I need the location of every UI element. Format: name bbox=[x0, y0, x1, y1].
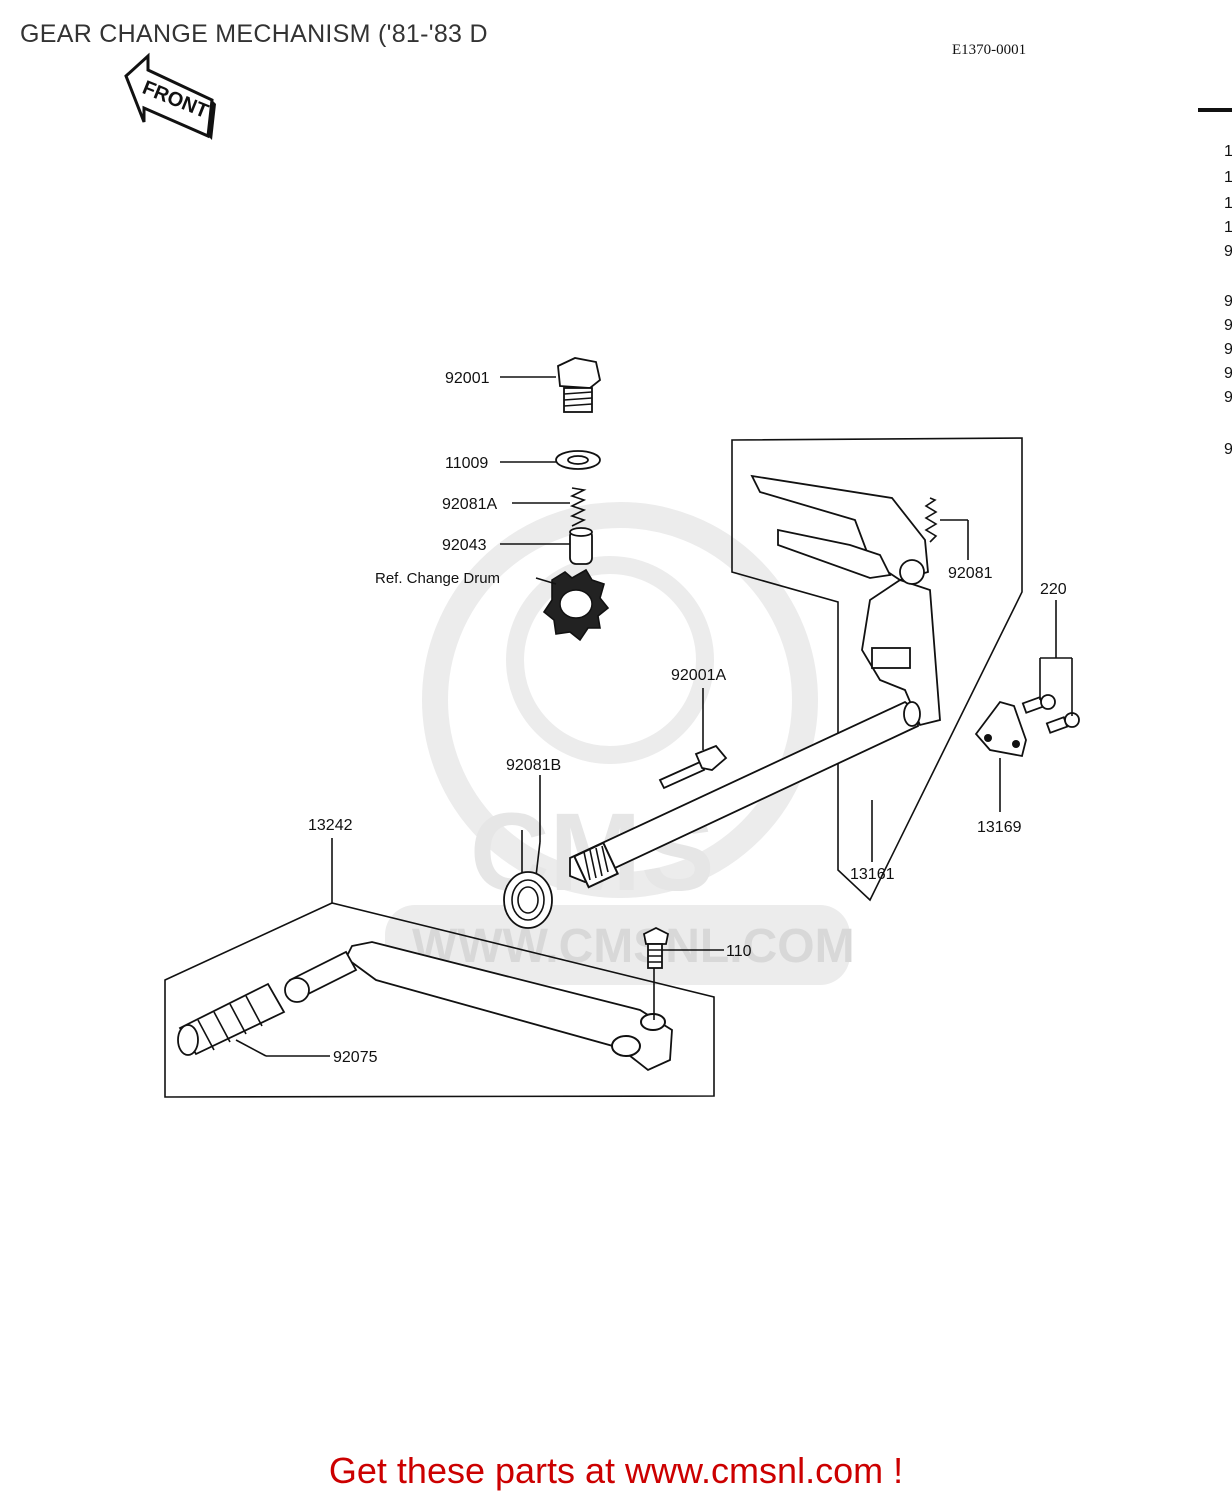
callout-92081B: 92081B bbox=[506, 757, 561, 774]
callout-92081: 92081 bbox=[948, 565, 993, 582]
callout-ref-change-drum: Ref. Change Drum bbox=[375, 570, 500, 587]
pin-92043-icon bbox=[569, 527, 593, 565]
svg-text:9: 9 bbox=[1224, 441, 1232, 458]
svg-text:9: 9 bbox=[1224, 243, 1232, 260]
callout-13161: 13161 bbox=[850, 866, 895, 883]
bolts-220-icon bbox=[1021, 694, 1080, 734]
shift-shaft-icon bbox=[569, 700, 921, 889]
shift-shaft-outline bbox=[731, 437, 1023, 902]
callout-92081A: 92081A bbox=[442, 496, 497, 513]
callout-13242: 13242 bbox=[308, 817, 353, 834]
leader-lines bbox=[235, 376, 1073, 1057]
plate-13169-icon bbox=[974, 700, 1027, 758]
front-arrow-icon: FRONT bbox=[124, 52, 216, 140]
bolt-92001-icon bbox=[557, 357, 602, 413]
callout-220: 220 bbox=[1040, 581, 1067, 598]
callout-92001A: 92001A bbox=[671, 667, 726, 684]
callout-11009: 11009 bbox=[445, 455, 488, 472]
svg-text:9: 9 bbox=[1224, 293, 1232, 310]
watermark-url: WWW.CMSNL.COM bbox=[412, 920, 855, 973]
svg-text:1: 1 bbox=[1224, 143, 1232, 160]
callout-92001: 92001 bbox=[445, 370, 490, 387]
shift-pedal-icon bbox=[284, 941, 673, 1072]
svg-text:9: 9 bbox=[1224, 365, 1232, 382]
page-title: GEAR CHANGE MECHANISM ('81-'83 D bbox=[20, 20, 488, 48]
callout-92043: 92043 bbox=[442, 537, 487, 554]
diagram-code: E1370-0001 bbox=[952, 42, 1027, 58]
svg-text:9: 9 bbox=[1224, 389, 1232, 406]
spring-92081B-icon bbox=[503, 830, 553, 929]
callout-110: 110 bbox=[726, 943, 752, 960]
callout-92075: 92075 bbox=[333, 1049, 378, 1066]
spring-92081-icon bbox=[924, 497, 938, 543]
change-drum-icon bbox=[542, 568, 610, 642]
pedal-outline bbox=[164, 902, 715, 1098]
spring-92081A-icon bbox=[569, 487, 587, 527]
bolt-92001A-icon bbox=[658, 744, 728, 790]
svg-text:1: 1 bbox=[1224, 195, 1232, 212]
shift-arm-assembly bbox=[750, 474, 941, 727]
washer-11009-icon bbox=[555, 450, 601, 470]
svg-text:9: 9 bbox=[1224, 317, 1232, 334]
watermark: CMS WWW.CMSNL.COM bbox=[385, 502, 855, 985]
svg-text:1: 1 bbox=[1224, 169, 1232, 186]
callout-13169: 13169 bbox=[977, 819, 1022, 836]
cut-off-column: 1 1 1 1 9 9 9 9 9 9 9 bbox=[1198, 108, 1232, 458]
svg-text:1: 1 bbox=[1224, 219, 1232, 236]
footer-link[interactable]: Get these parts at www.cmsnl.com ! bbox=[328, 1450, 904, 1491]
pedal-rubber-icon bbox=[177, 982, 286, 1056]
bolt-110-icon bbox=[642, 926, 670, 969]
parts-diagram: CMS WWW.CMSNL.COM FRONT 1 1 1 1 9 9 9 9 … bbox=[124, 52, 1232, 1098]
svg-text:9: 9 bbox=[1224, 341, 1232, 358]
